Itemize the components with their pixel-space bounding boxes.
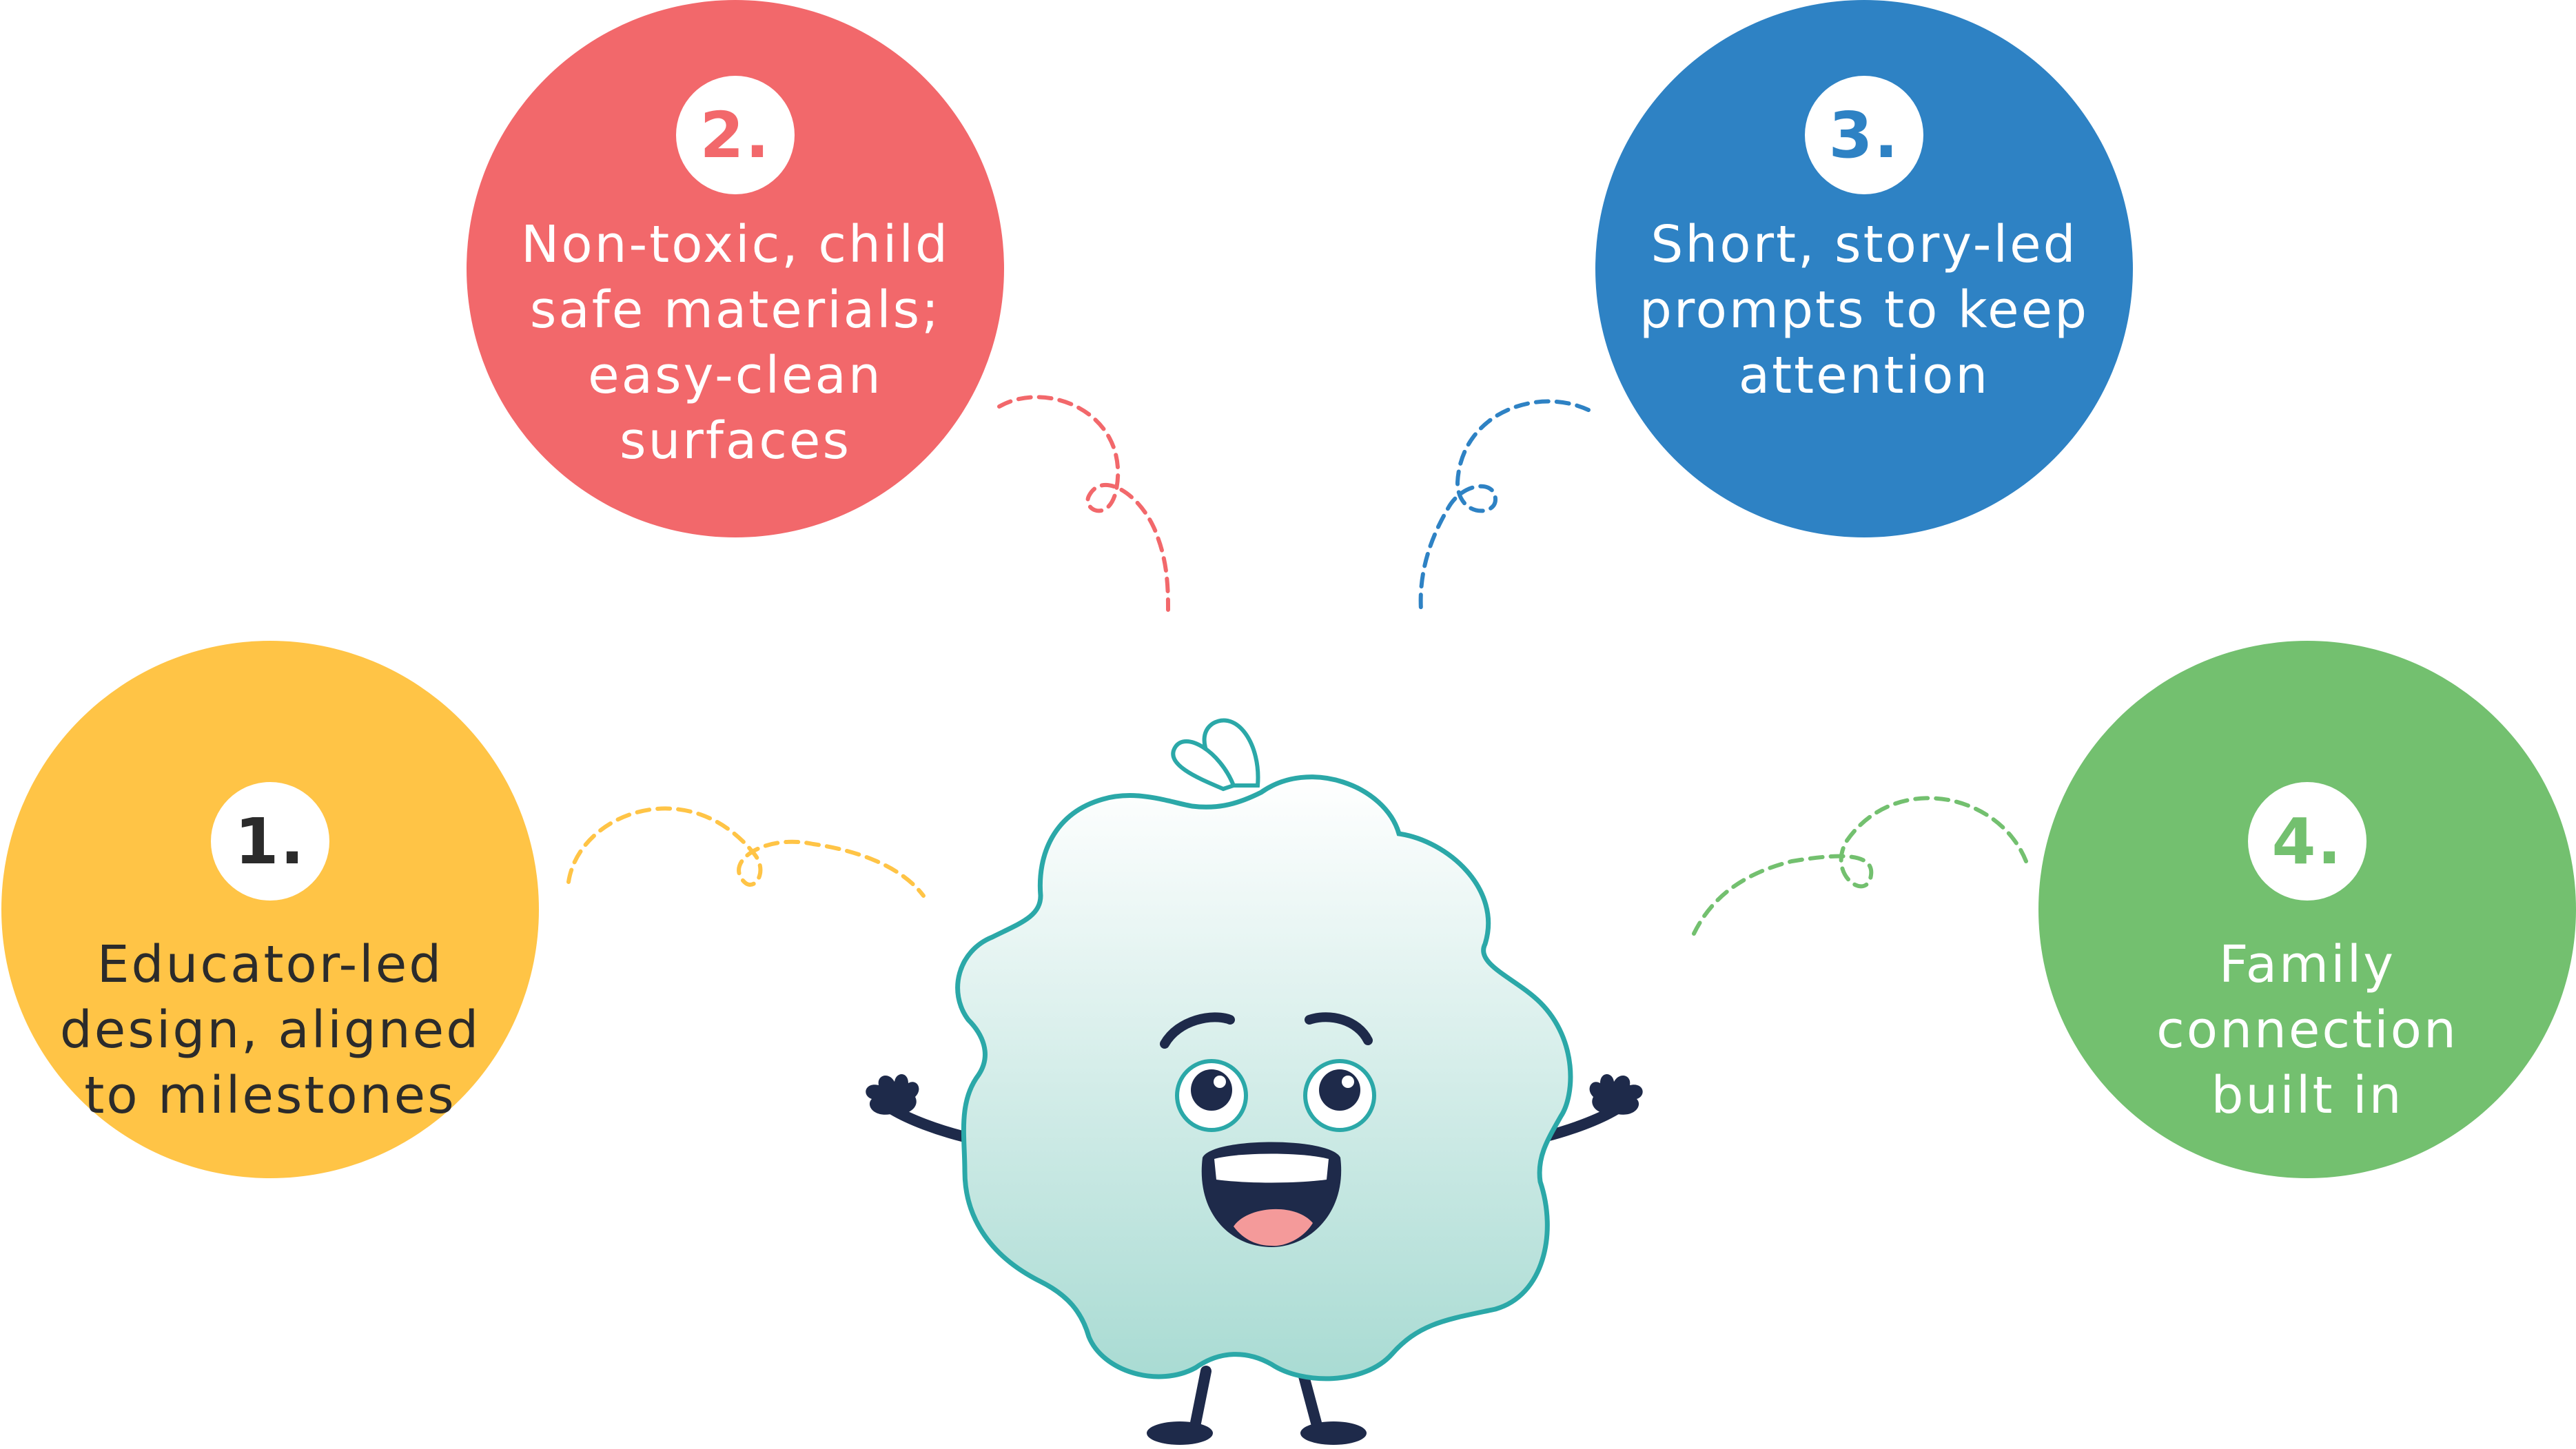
feature-1-number: 1. bbox=[211, 782, 329, 901]
connector-2 bbox=[997, 395, 1170, 612]
connector-3 bbox=[1418, 399, 1591, 612]
feature-3: 3. Short, story-led prompts to keep atte… bbox=[1595, 0, 2133, 537]
feature-2: 2. Non-toxic, child safe materials; easy… bbox=[467, 0, 1004, 537]
feature-3-number: 3. bbox=[1805, 76, 1923, 194]
connector-1 bbox=[566, 806, 926, 898]
feature-4-number: 4. bbox=[2248, 782, 2367, 901]
connector-4 bbox=[1692, 796, 2028, 936]
feature-2-number: 2. bbox=[676, 76, 795, 194]
feature-4-text: Family connection built in bbox=[2156, 935, 2458, 1125]
feature-2-text: Non-toxic, child safe materials; easy-cl… bbox=[520, 215, 950, 471]
cloud-mascot-icon bbox=[866, 718, 1643, 1445]
feature-3-text: Short, story-led prompts to keep attenti… bbox=[1639, 215, 2089, 405]
feature-1: 1. Educator-led design, aligned to miles… bbox=[1, 641, 539, 1178]
feature-1-text: Educator-led design, aligned to mileston… bbox=[59, 935, 481, 1125]
feature-4: 4. Family connection built in bbox=[2038, 641, 2576, 1178]
